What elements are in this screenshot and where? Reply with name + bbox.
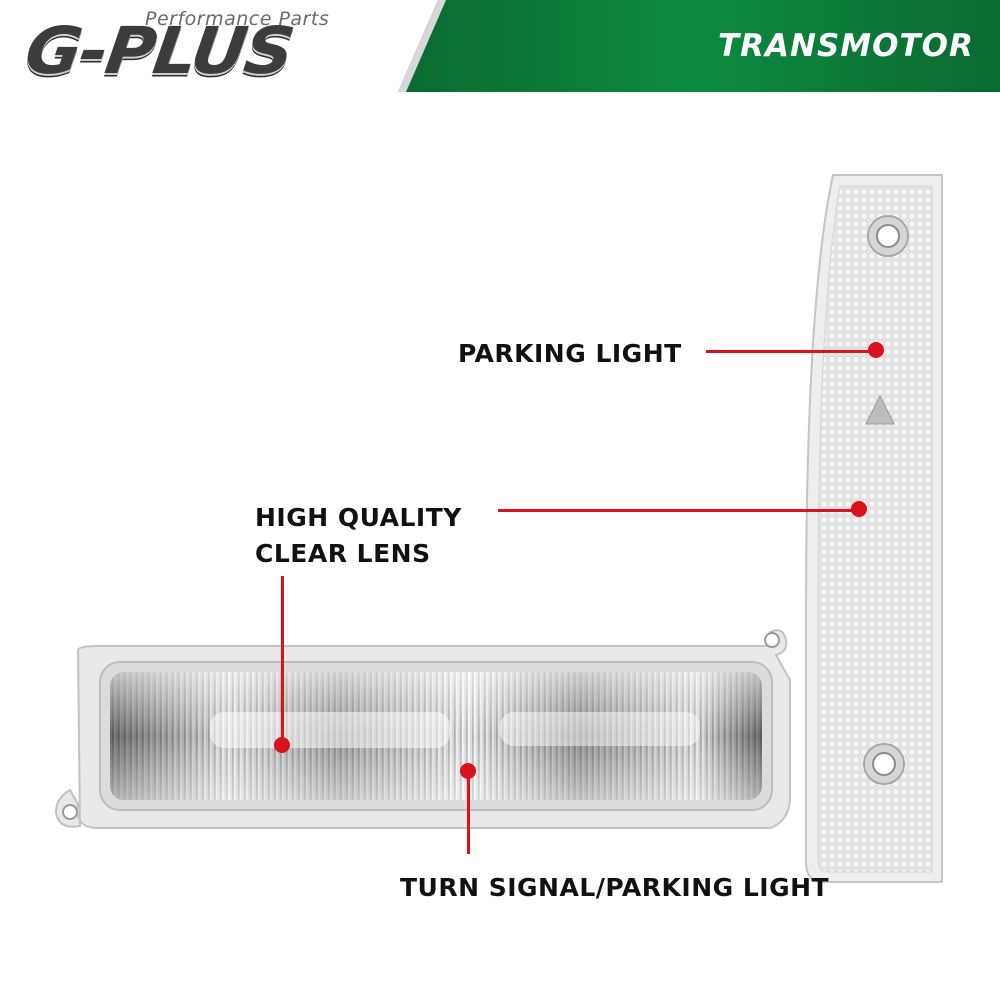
callout-turn-signal: TURN SIGNAL/PARKING LIGHT bbox=[400, 873, 830, 902]
banner-shapes bbox=[398, 0, 1000, 92]
tab-hole-left-icon bbox=[62, 804, 78, 820]
pointer-dot-lens-marker bbox=[851, 501, 867, 517]
banner-divider bbox=[398, 0, 446, 92]
pointer-line-turn-signal bbox=[467, 770, 470, 854]
callout-lens-line2: CLEAR LENS bbox=[255, 539, 431, 568]
side-marker-light bbox=[805, 174, 943, 883]
mount-hole-bottom-icon bbox=[863, 743, 905, 785]
pointer-dot-turn-signal bbox=[460, 763, 476, 779]
mount-hole-top-icon bbox=[867, 215, 909, 257]
pointer-dot-parking bbox=[868, 342, 884, 358]
header-banner: G-PLUS Performance Parts TRANSMOTOR bbox=[0, 0, 1000, 98]
callout-parking-light: PARKING LIGHT bbox=[458, 339, 682, 368]
tab-hole-right-icon bbox=[764, 632, 780, 648]
pointer-line-lens-marker bbox=[498, 509, 860, 512]
pointer-line-parking bbox=[706, 350, 876, 353]
triangle-mark-icon bbox=[865, 394, 895, 425]
distributor-logo: TRANSMOTOR bbox=[718, 28, 974, 64]
turn-signal-light bbox=[54, 629, 791, 829]
pointer-dot-lens-signal bbox=[274, 737, 290, 753]
brand-tagline: Performance Parts bbox=[145, 8, 330, 30]
pointer-line-lens-signal bbox=[281, 576, 284, 744]
green-banner bbox=[398, 0, 1000, 92]
callout-lens-line1: HIGH QUALITY bbox=[255, 503, 462, 532]
